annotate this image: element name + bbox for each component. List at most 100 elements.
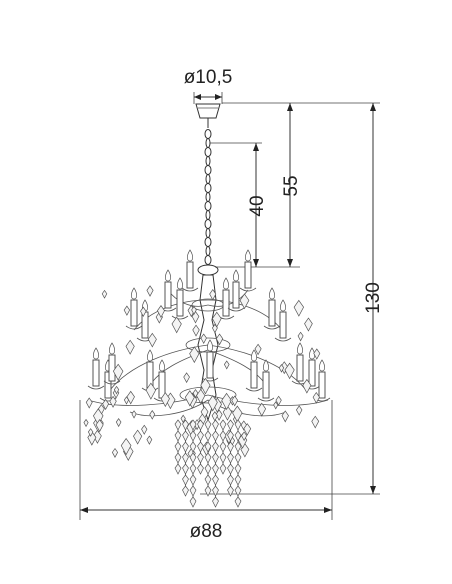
candle-stick: [222, 289, 230, 317]
chain-link: [205, 138, 211, 148]
chandelier-arm: [207, 299, 283, 331]
crystal-drop: [273, 401, 279, 410]
crystal-bead: [227, 419, 234, 431]
candle-flame: [207, 339, 213, 352]
chain-link: [205, 228, 211, 238]
chandelier-body: [83, 249, 331, 508]
crystal-drop: [207, 395, 218, 412]
crystal-drop: [149, 410, 156, 420]
candle-bobeche: [181, 287, 199, 292]
crystal-bead: [174, 463, 182, 475]
candle: [263, 287, 281, 330]
candle-stick: [268, 299, 276, 327]
crystal-drop: [313, 348, 321, 360]
crystal-drop: [83, 418, 89, 428]
candle-bobeche: [263, 325, 281, 330]
crystal-bead: [212, 441, 219, 453]
crystal-bead: [189, 496, 197, 508]
crystal-drop: [140, 306, 147, 318]
crystal-drop: [222, 405, 233, 421]
crystal-bead: [182, 485, 189, 497]
drop-length-label: 55: [281, 175, 302, 196]
candle: [136, 299, 154, 342]
candle-stick: [308, 359, 316, 387]
crystal-drop: [160, 392, 170, 408]
crystal-bead: [189, 474, 197, 486]
crystal-bead: [204, 441, 212, 453]
crystal-drop: [102, 398, 110, 411]
candle-stick: [130, 299, 138, 327]
candle-stick: [262, 371, 270, 399]
chandelier-arm: [167, 289, 209, 307]
candle-stick: [206, 351, 214, 379]
crystal-bead: [189, 419, 197, 431]
candle-stick: [108, 354, 116, 382]
crystal-bead: [174, 441, 182, 453]
crystal-drop: [93, 429, 102, 444]
crystal-bead: [219, 463, 227, 475]
candle-bobeche: [171, 315, 189, 320]
crystal-drop: [131, 410, 137, 419]
crystal-drop: [101, 289, 108, 299]
crystal-drop: [113, 385, 120, 395]
crystal-drop: [145, 382, 157, 400]
crystal-bead: [227, 452, 234, 464]
crystal-bead: [182, 441, 189, 453]
chain-link: [204, 201, 212, 211]
crystal-drop: [296, 405, 303, 416]
crystal-bead: [182, 463, 189, 475]
crystal-bead: [227, 463, 234, 475]
chandelier-arm: [207, 289, 249, 307]
crystal-bead: [197, 441, 204, 453]
crystal-drop: [183, 372, 190, 384]
chain-link: [205, 192, 211, 202]
crystal-drop: [133, 429, 143, 445]
candle: [217, 277, 235, 320]
crystal-drop: [312, 391, 320, 404]
candle-stick: [250, 361, 258, 389]
crystal-bead: [212, 474, 219, 486]
candle-bobeche: [245, 387, 263, 392]
crystal-drop: [146, 435, 153, 445]
crystal-bead: [182, 452, 189, 464]
chain-link: [204, 219, 212, 229]
crystal-drop: [209, 289, 217, 301]
crystal-drop: [141, 424, 148, 435]
crystal-bead: [219, 419, 227, 431]
candle: [227, 269, 245, 312]
chain-link: [204, 237, 212, 247]
crystal-bead: [234, 441, 242, 453]
crystal-drop: [180, 414, 186, 424]
crystal-bead: [212, 485, 219, 497]
candle-bobeche: [227, 307, 245, 312]
candle-stick: [244, 261, 252, 289]
crystal-bead: [227, 441, 234, 453]
crystal-drop: [184, 390, 195, 407]
canopy-and-chain: [195, 103, 221, 276]
candle-flame: [93, 347, 99, 360]
candle-flame: [263, 359, 269, 372]
crystal-bead: [204, 419, 212, 431]
crystal-drop: [254, 343, 262, 356]
crystal-drop: [221, 392, 232, 411]
candle-flame: [269, 287, 275, 300]
crystal-drop: [125, 339, 135, 355]
candle-stick: [186, 261, 194, 289]
crystal-bead: [204, 430, 212, 442]
drop-length-dimension: 55: [281, 103, 302, 267]
chandelier-arm: [207, 344, 307, 391]
candle-flame: [297, 342, 303, 355]
crystal-bead: [212, 419, 219, 431]
candle-bobeche: [274, 337, 292, 342]
candle-stick: [318, 371, 326, 399]
crystal-drop: [146, 285, 154, 297]
candle-stick: [92, 359, 100, 387]
candle-stick: [279, 311, 287, 339]
candle-flame: [187, 249, 193, 262]
crystal-bead: [174, 452, 182, 464]
crystal-bead: [197, 452, 204, 464]
crystal-drop: [231, 395, 239, 407]
candle-flame: [251, 349, 257, 362]
crystal-drop: [126, 390, 135, 405]
